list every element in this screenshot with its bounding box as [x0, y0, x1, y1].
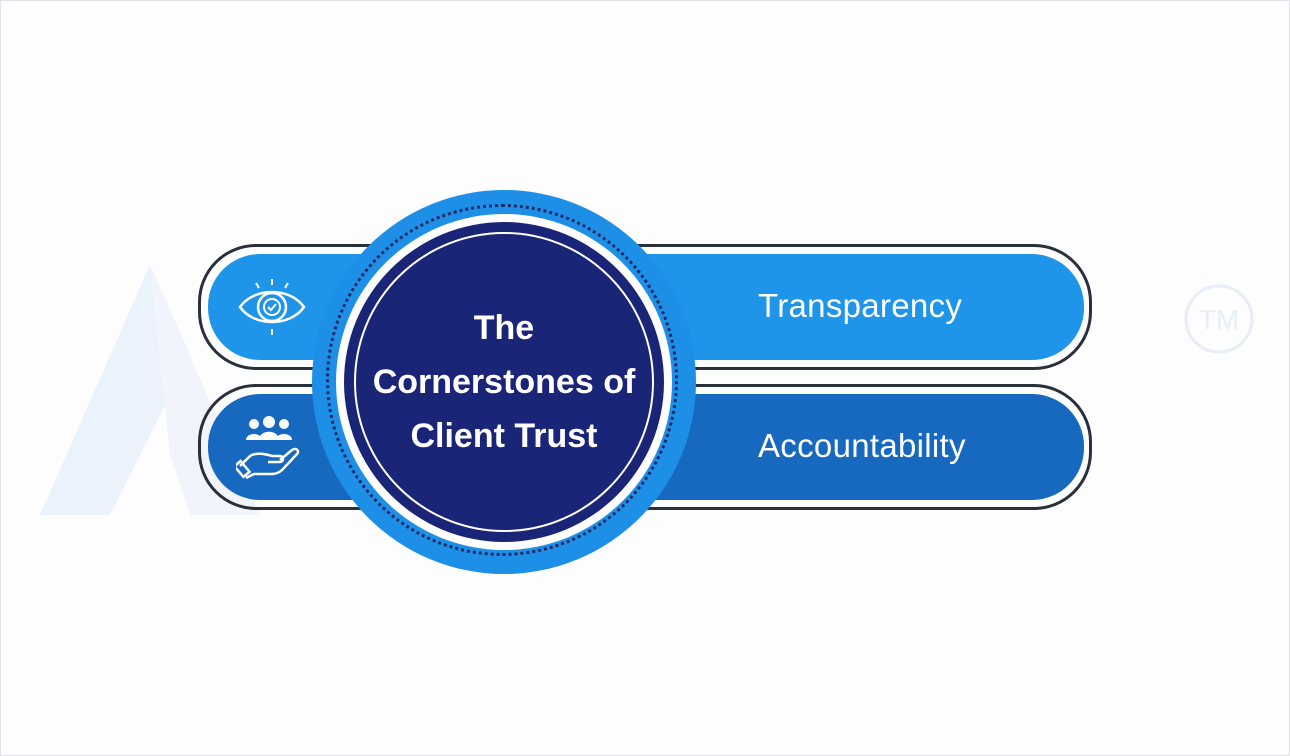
watermark-trademark: TM [1184, 284, 1254, 354]
center-circle-inner-ring [354, 232, 654, 532]
accountability-label: Accountability [758, 427, 966, 464]
people-hand-icon [236, 416, 300, 480]
eye-check-icon [238, 279, 306, 335]
center-title-box: The Cornerstones of Client Trust [354, 232, 654, 532]
center-circle-dotted-ring [326, 204, 678, 556]
transparency-label: Transparency [758, 287, 963, 324]
svg-text:TM: TM [1199, 304, 1239, 335]
center-title: The Cornerstones of Client Trust [372, 309, 636, 455]
